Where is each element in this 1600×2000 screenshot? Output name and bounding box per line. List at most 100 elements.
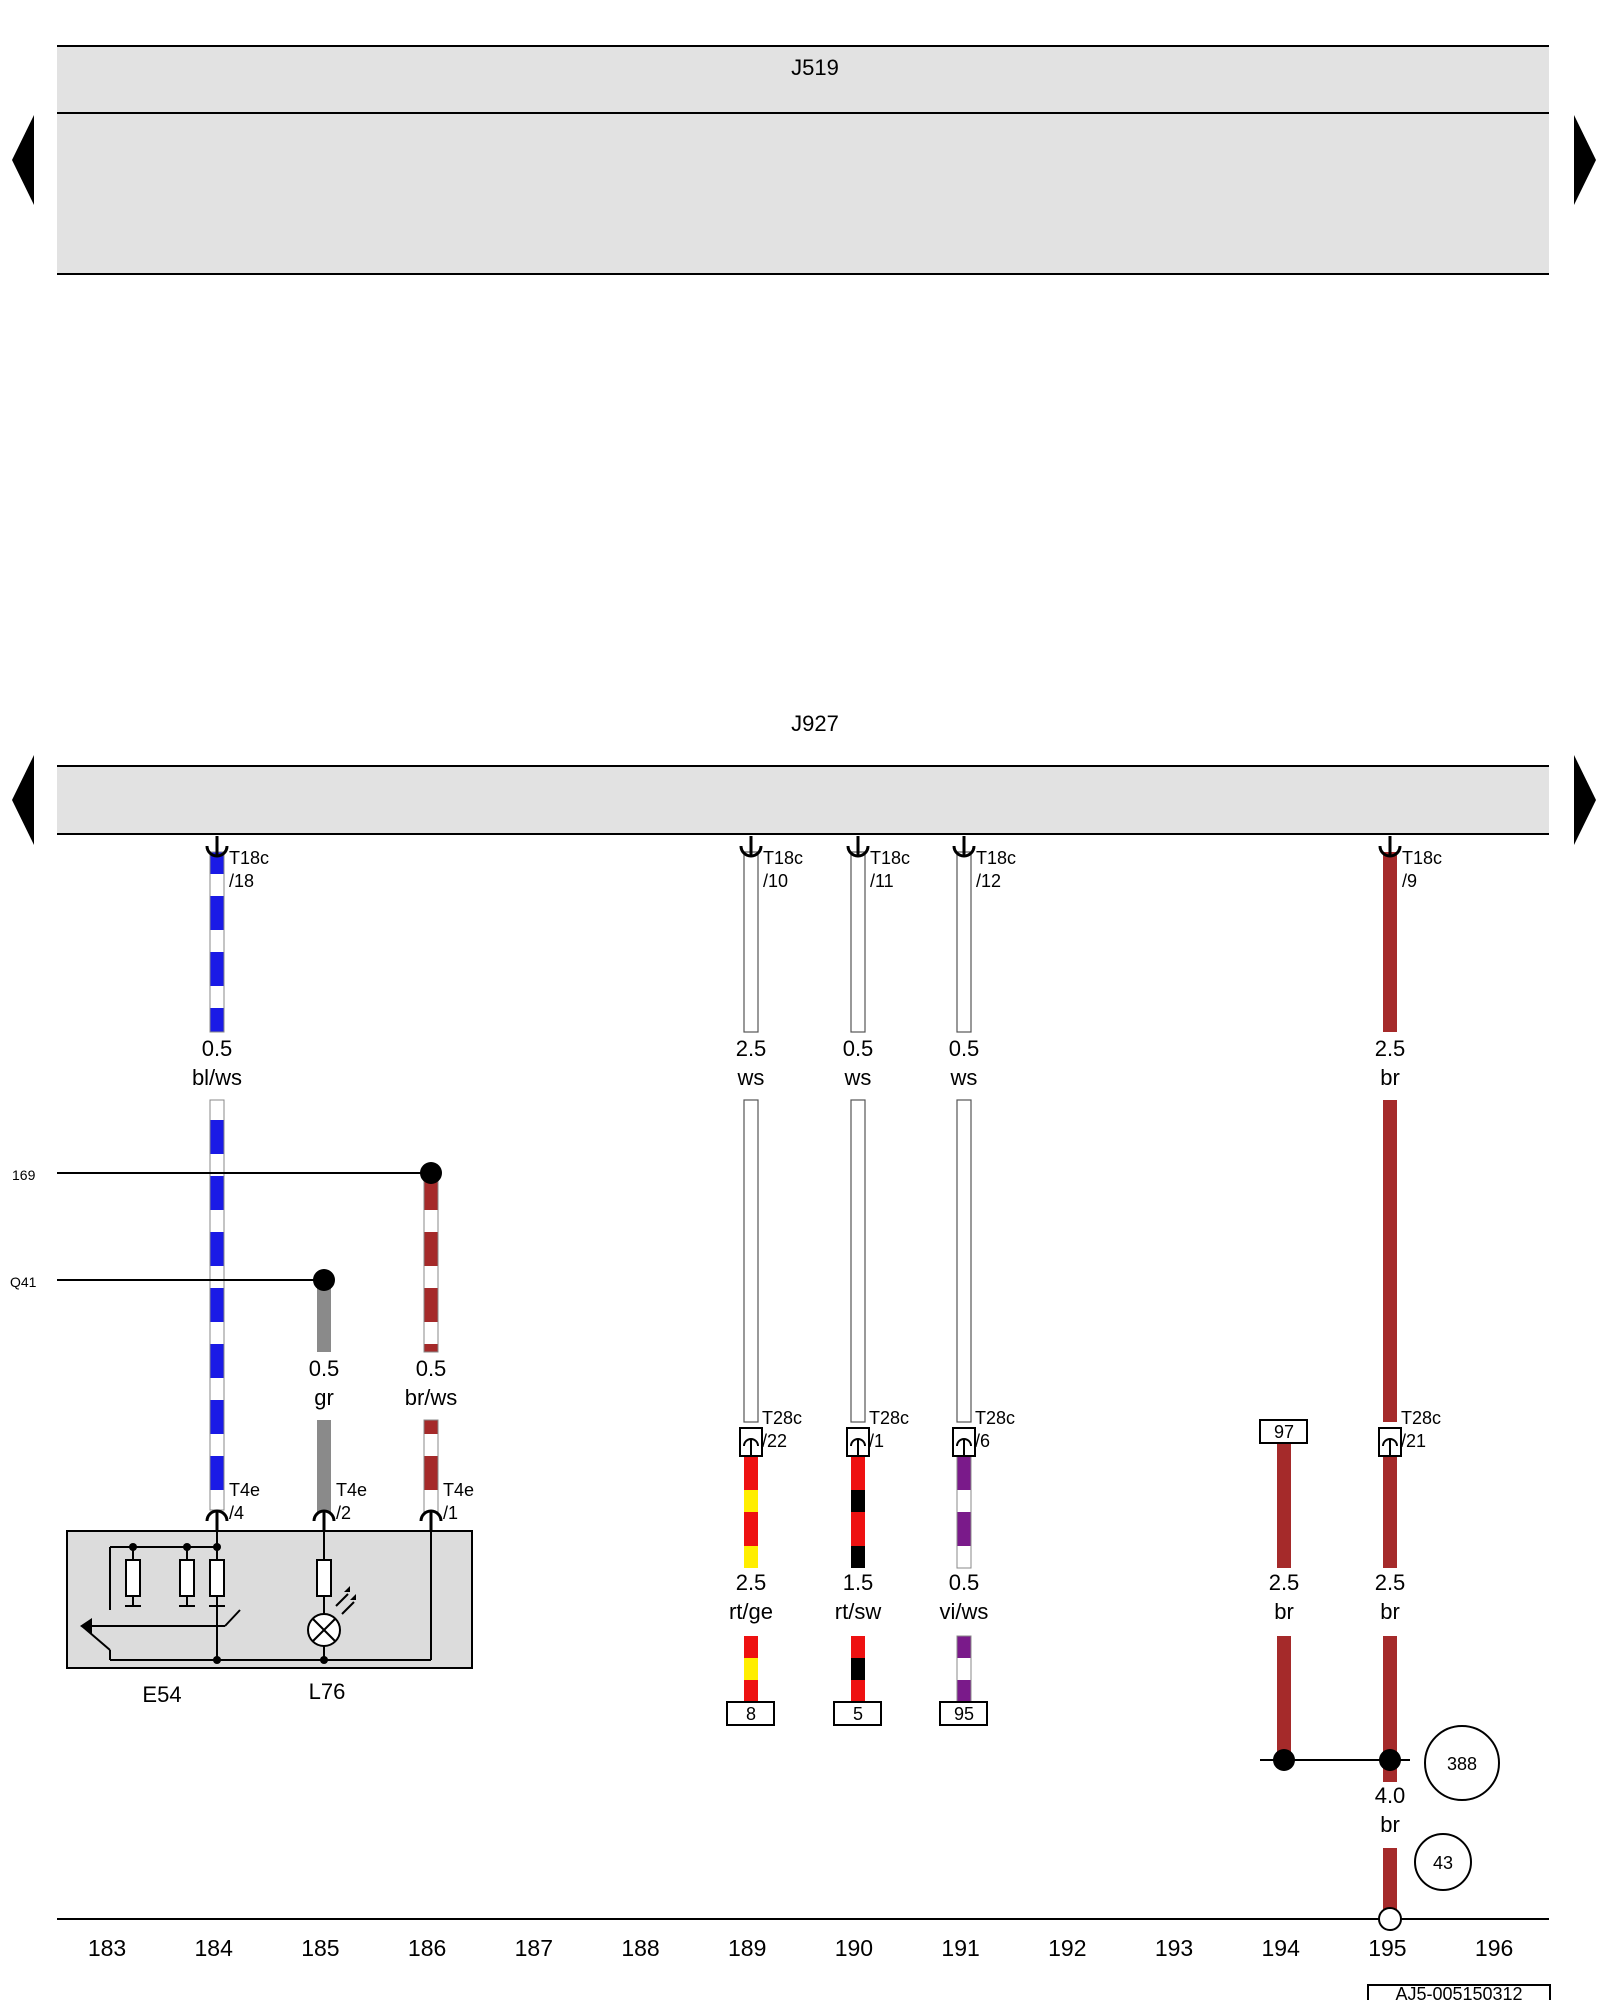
wire-191-mid — [956, 1099, 972, 1423]
junction-dot — [1379, 1749, 1401, 1771]
wire-size: 0.5 — [949, 1036, 980, 1061]
component-e54-label: E54 — [142, 1682, 181, 1707]
ref-circle-43: 43 — [1414, 1833, 1472, 1891]
wire-color-code: ws — [950, 1065, 978, 1090]
wire-size: 2.5 — [736, 1570, 767, 1595]
ref-circle-388: 388 — [1424, 1725, 1500, 1801]
side-ref-q41: Q41 — [10, 1274, 37, 1290]
wire-color-code: br — [1380, 1065, 1400, 1090]
wire-191-top — [956, 851, 972, 1033]
wire-color-code: br — [1380, 1599, 1400, 1624]
wire-color-code: ws — [737, 1065, 765, 1090]
wire-size: 2.5 — [1269, 1570, 1300, 1595]
module-j519: J519 — [57, 45, 1549, 275]
ref-box-95: 95 — [939, 1701, 988, 1726]
grid-number: 183 — [88, 1935, 126, 1961]
wire-194-bottom — [1277, 1636, 1291, 1760]
svg-text:T28c: T28c — [975, 1408, 1015, 1428]
module-j927: J927 — [57, 711, 1549, 835]
svg-text:/4: /4 — [229, 1503, 244, 1523]
grid-number: 189 — [728, 1935, 766, 1961]
svg-text:/18: /18 — [229, 871, 254, 891]
t18c-pin-18: T18c /18 — [205, 836, 269, 891]
wire-195-low — [1383, 1456, 1397, 1568]
svg-text:/9: /9 — [1402, 871, 1417, 891]
lamp-icon — [307, 1531, 355, 1660]
wire-color-code: rt/ge — [729, 1599, 773, 1624]
svg-text:T4e: T4e — [336, 1480, 367, 1500]
t4e-pin-2: T4e /2 — [312, 1480, 367, 1531]
ground-point — [1378, 1907, 1402, 1931]
wire-size: 0.5 — [309, 1356, 340, 1381]
svg-text:T28c: T28c — [1401, 1408, 1441, 1428]
svg-text:T4e: T4e — [443, 1480, 474, 1500]
side-lines: 169 Q41 — [10, 1162, 442, 1291]
t18c-pin-9: T18c /9 — [1378, 836, 1442, 891]
wire-size: 2.5 — [736, 1036, 767, 1061]
grid-number: 191 — [941, 1935, 979, 1961]
grid-number: 184 — [195, 1935, 234, 1961]
svg-text:/12: /12 — [976, 871, 1001, 891]
junction-dot — [420, 1162, 442, 1184]
grid-number: 188 — [621, 1935, 659, 1961]
svg-text:T18c: T18c — [229, 848, 269, 868]
e54-resistor-network — [81, 1531, 432, 1661]
t18c-pin-10: T18c /10 — [739, 836, 803, 891]
wire-color-code: ws — [844, 1065, 872, 1090]
wire-185-bottom — [317, 1420, 331, 1512]
grid-number: 192 — [1048, 1935, 1086, 1961]
wire-184-bottom — [209, 1099, 225, 1511]
svg-text:T4e: T4e — [229, 1480, 260, 1500]
node-dot — [213, 1656, 221, 1664]
svg-text:/10: /10 — [763, 871, 788, 891]
wire-color-code: vi/ws — [940, 1599, 989, 1624]
t28c-connectors: T28c /22 T28c /1 T28c /6 T28c /21 — [739, 1408, 1441, 1457]
arrow-right-icon — [1574, 115, 1596, 205]
t28c-pin-21: T28c /21 — [1378, 1408, 1441, 1457]
svg-text:95: 95 — [954, 1704, 974, 1724]
component-l76-label: L76 — [309, 1679, 346, 1704]
svg-text:8: 8 — [746, 1704, 756, 1724]
grid-number: 190 — [835, 1935, 873, 1961]
grid-number: 186 — [408, 1935, 446, 1961]
component-box: T4e /4 T4e /2 T4e /1 — [66, 1480, 474, 1707]
wire-190-end — [851, 1636, 865, 1702]
branch-junction: 388 43 — [1260, 1725, 1500, 1891]
node-dot — [129, 1543, 137, 1551]
grid-number: 185 — [301, 1935, 339, 1961]
grid-number: 187 — [515, 1935, 553, 1961]
module-j927-label: J927 — [791, 711, 839, 736]
wire-color-code: bl/ws — [192, 1065, 242, 1090]
ref-box-5: 5 — [833, 1701, 882, 1726]
wire-size: 0.5 — [202, 1036, 233, 1061]
svg-text:/6: /6 — [975, 1431, 990, 1451]
t28c-pin-22: T28c /22 — [739, 1408, 802, 1457]
wire-186-top — [423, 1173, 439, 1353]
t18c-pin-11: T18c /11 — [846, 836, 910, 891]
wire-color-code: br — [1380, 1812, 1400, 1837]
wire-191-low — [956, 1455, 972, 1569]
svg-text:/1: /1 — [869, 1431, 884, 1451]
wire-195-ground — [1383, 1848, 1397, 1912]
light-ray-arrow-icon — [350, 1594, 356, 1600]
node-dot — [213, 1543, 221, 1551]
svg-text:43: 43 — [1433, 1853, 1453, 1873]
arrow-left-icon — [12, 115, 34, 205]
wire-194-top — [1277, 1444, 1291, 1568]
t28c-pin-6: T28c /6 — [952, 1408, 1015, 1457]
grid-number: 193 — [1155, 1935, 1193, 1961]
wire-195-feed — [1383, 1636, 1397, 1782]
svg-text:/1: /1 — [443, 1503, 458, 1523]
wire-189-low — [744, 1456, 758, 1568]
wire-186-bottom — [423, 1419, 439, 1513]
node-dot — [183, 1543, 191, 1551]
svg-text:/21: /21 — [1401, 1431, 1426, 1451]
t18c-connectors: T18c /18 T18c /10 T18c /11 T18c /12 T18c… — [205, 836, 1442, 891]
grid-number: 194 — [1262, 1935, 1301, 1961]
ref-box-8: 8 — [726, 1701, 775, 1726]
svg-text:97: 97 — [1274, 1422, 1294, 1442]
wire-size: 0.5 — [843, 1036, 874, 1061]
wire-size: 2.5 — [1375, 1570, 1406, 1595]
wire-color-code: br — [1274, 1599, 1294, 1624]
